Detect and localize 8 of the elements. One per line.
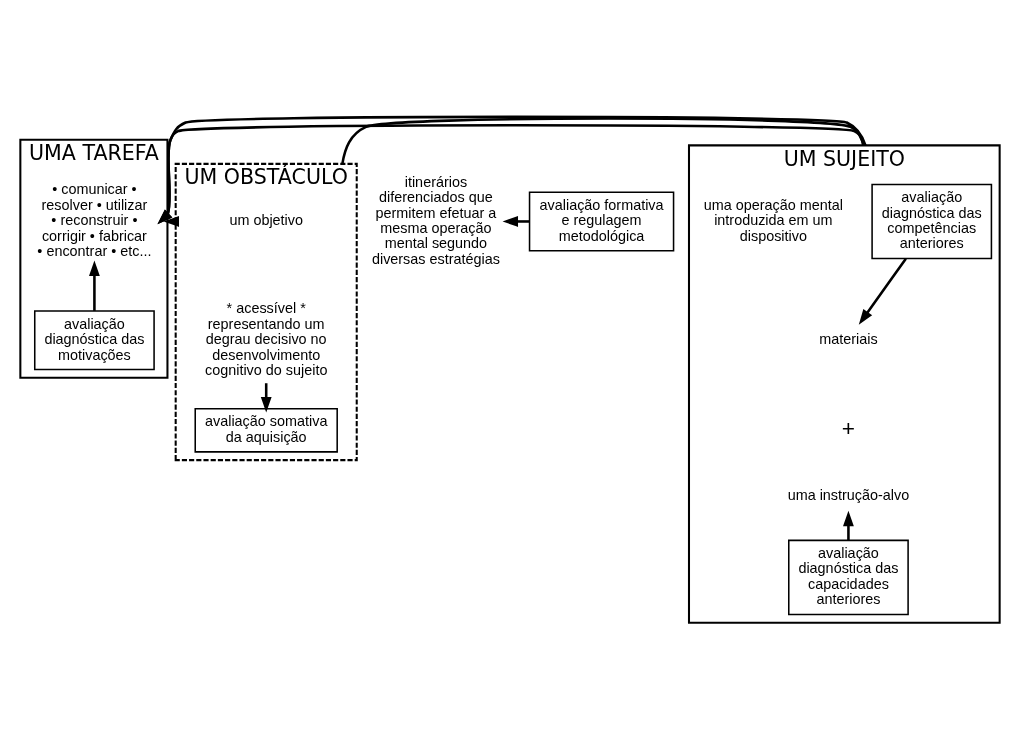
node-text: uma instrução-alvo bbox=[787, 486, 910, 503]
node-text: itinerários diferenciados que permitem efetuar a mesma operação mental segundo diversas estratégias bbox=[371, 173, 500, 267]
node-text: • comunicar • resolver • utilizar • reconstruir • corrigir • fabricar • encontrar • etc... bbox=[37, 181, 152, 260]
node-text: materiais bbox=[819, 331, 878, 348]
label: + bbox=[841, 416, 856, 442]
node-text: uma operação mental introduzida em um dispositivo bbox=[703, 196, 843, 244]
node-text: um objetivo bbox=[229, 212, 303, 229]
node-text: * acessível * representando um degrau decisivo no desenvolvimento cognitivo do sujeito bbox=[205, 300, 328, 378]
